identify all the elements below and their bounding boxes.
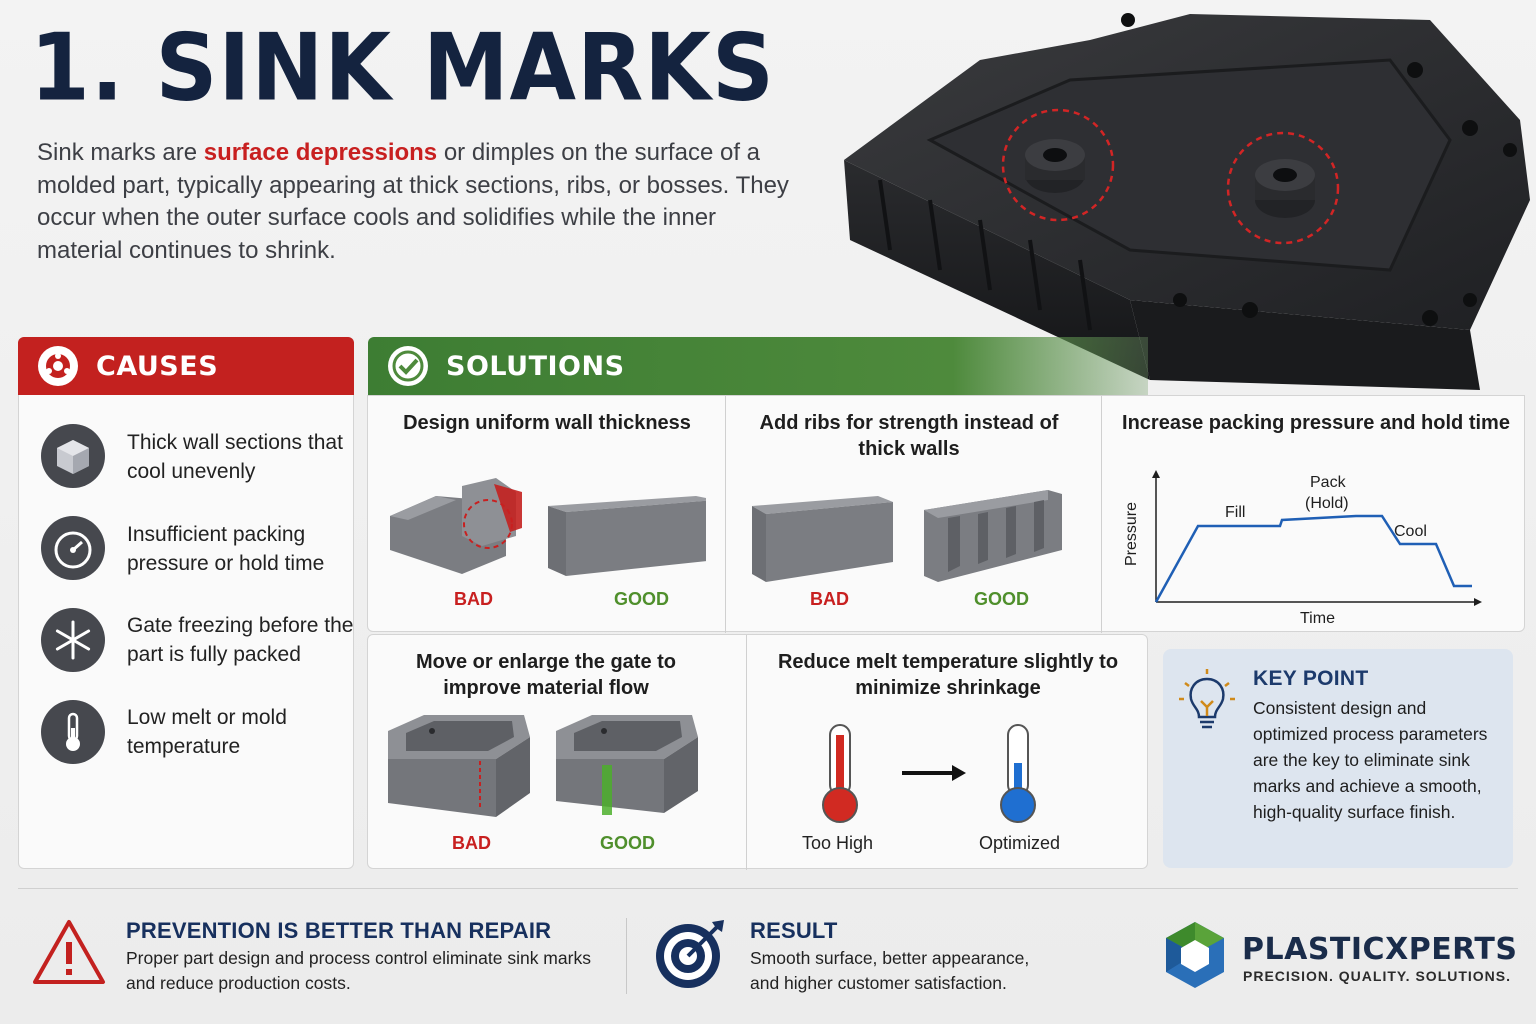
chart-phase-cool: Cool bbox=[1394, 523, 1427, 540]
prevention-text: Proper part design and process control e… bbox=[126, 948, 591, 993]
cause-text-4: Low melt or mold temperature bbox=[127, 706, 287, 758]
ribs-title: Add ribs for strength instead of thick w… bbox=[759, 412, 1059, 460]
causes-heading: CAUSES bbox=[96, 351, 219, 382]
molded-part-image bbox=[844, 13, 1530, 390]
solutions-row-2: Move or enlarge the gate to improve mate… bbox=[367, 634, 1148, 870]
result-text: Smooth surface, better appearance, and h… bbox=[750, 948, 1030, 993]
lightbulb-icon bbox=[1179, 669, 1235, 729]
ribs-good-label: GOOD bbox=[974, 589, 1030, 609]
warning-triangle-icon bbox=[33, 920, 105, 984]
chart-phase-fill: Fill bbox=[1225, 504, 1245, 521]
page-title: 1. SINK MARKS bbox=[30, 14, 775, 123]
gate-title: Move or enlarge the gate to improve mate… bbox=[415, 651, 677, 699]
uniform-wall-good-label: GOOD bbox=[614, 589, 670, 609]
footer-divider bbox=[18, 888, 1518, 889]
checkmark-icon bbox=[388, 346, 428, 386]
uniform-wall-illustration bbox=[390, 478, 706, 576]
ribs-illustration bbox=[752, 490, 1062, 582]
target-icon bbox=[656, 920, 724, 988]
warning-burst-icon bbox=[38, 346, 78, 386]
result-title: RESULT bbox=[750, 918, 838, 943]
gate-good-label: GOOD bbox=[600, 833, 656, 853]
temp-high-label: Too High bbox=[802, 833, 874, 853]
causes-panel: Thick wall sections that cool unevenly I… bbox=[18, 337, 354, 869]
ribs-bad-label: BAD bbox=[810, 589, 849, 609]
gate-bad-label: BAD bbox=[452, 833, 491, 853]
chart-phase-pack: Pack bbox=[1310, 474, 1347, 491]
intro-before: Sink marks are bbox=[37, 139, 204, 166]
chart-ylabel: Pressure bbox=[1123, 502, 1140, 566]
solutions-heading: SOLUTIONS bbox=[446, 351, 625, 382]
thermometer-icon bbox=[41, 700, 105, 764]
brand-logo-icon bbox=[1166, 922, 1224, 988]
causes-header: CAUSES bbox=[18, 337, 354, 395]
key-point-text: Consistent design and optimized process … bbox=[1253, 698, 1488, 822]
uniform-wall-title: Design uniform wall thickness bbox=[403, 412, 691, 434]
intro-highlight: surface depressions bbox=[203, 139, 438, 166]
key-point-title: KEY POINT bbox=[1253, 667, 1369, 690]
chart-xlabel: Time bbox=[1300, 610, 1335, 627]
footer-separator bbox=[626, 918, 627, 994]
prevention-title: PREVENTION IS BETTER THAN REPAIR bbox=[126, 918, 552, 943]
snowflake-icon bbox=[41, 608, 105, 672]
intro-paragraph: Sink marks are surface depressions or di… bbox=[37, 137, 797, 267]
packing-pressure-chart: Pressure Time Fill Pack (Hold) Cool bbox=[1123, 470, 1482, 627]
uniform-wall-bad-label: BAD bbox=[454, 589, 493, 609]
temp-optimized-label: Optimized bbox=[979, 833, 1061, 853]
intro-after: or dimples on the surface of a molded pa… bbox=[37, 139, 789, 264]
packing-title: Increase packing pressure and hold time bbox=[1122, 412, 1510, 434]
melt-temp-illustration bbox=[822, 724, 1036, 823]
cause-text-3: Gate freezing before the part is fully p… bbox=[127, 614, 354, 666]
cube-icon bbox=[41, 424, 105, 488]
solutions-header: SOLUTIONS bbox=[368, 337, 1148, 395]
cause-text-2: Insufficient packing pressure or hold ti… bbox=[127, 523, 325, 575]
gauge-icon bbox=[41, 516, 105, 580]
cause-text-1: Thick wall sections that cool unevenly bbox=[127, 431, 343, 483]
brand-name: PLASTICXPERTS bbox=[1242, 932, 1518, 967]
chart-phase-hold: (Hold) bbox=[1305, 495, 1349, 512]
key-point-box: KEY POINT Consistent design and optimize… bbox=[1163, 649, 1513, 868]
solutions-row-1: Design uniform wall thickness BAD GOOD A… bbox=[367, 395, 1525, 633]
gate-illustration bbox=[388, 715, 698, 817]
brand-tagline: PRECISION. QUALITY. SOLUTIONS. bbox=[1243, 968, 1512, 984]
melt-temp-title: Reduce melt temperature slightly to mini… bbox=[777, 651, 1119, 699]
